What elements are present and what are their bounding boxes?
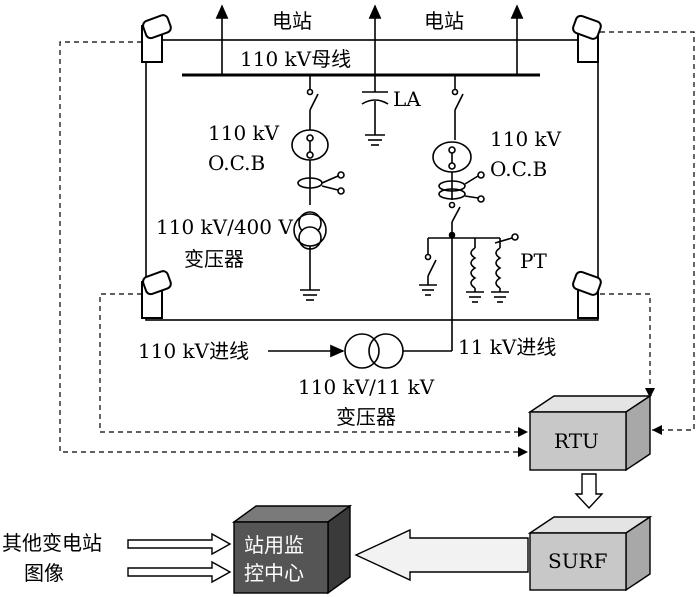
left-branch [291,75,345,301]
station-label-right: 电站 [424,9,464,33]
control-center-line1: 站用监 [244,533,304,557]
camera-top-right-icon [572,14,602,63]
lightning-arrester [361,75,389,146]
camera-bottom-right-icon [572,270,602,319]
control-center-box [231,504,353,595]
incoming-110-label: 110 kV进线 [138,339,249,363]
pt-label: PT [520,249,547,273]
ocb-right-name: O.C.B [490,157,547,181]
main-transformer [268,333,453,369]
camera-top-left-icon [141,14,172,63]
camera-links [59,31,695,453]
substation-boundary [145,39,599,321]
other-stations-arrows [127,532,232,584]
incoming-11-label: 11 kV进线 [458,335,556,359]
surf-label: SURF [548,549,608,573]
right-branch [419,75,519,345]
other-stations-line1: 其他变电站 [2,531,102,555]
ocb-right-voltage: 110 kV [490,127,562,151]
aux-transformer-voltage: 110 kV/400 V [156,215,293,239]
other-stations-line2: 图像 [24,561,64,585]
bus-label: 110 kV母线 [240,47,351,71]
aux-transformer-name: 变压器 [184,247,244,271]
station-label-left: 电站 [272,9,312,33]
surf-to-center-arrow [354,528,529,582]
rtu-box [527,394,653,472]
la-label: LA [393,87,421,111]
camera-bottom-left-icon [141,270,172,319]
control-center-line2: 控中心 [244,561,304,585]
main-transformer-voltage: 110 kV/11 kV [298,375,435,399]
ocb-left-name: O.C.B [208,151,265,175]
main-transformer-name: 变压器 [336,405,396,429]
ocb-left-voltage: 110 kV [208,121,280,145]
rtu-label: RTU [554,429,599,453]
rtu-to-surf-arrow [574,473,604,510]
surf-box [527,515,653,592]
